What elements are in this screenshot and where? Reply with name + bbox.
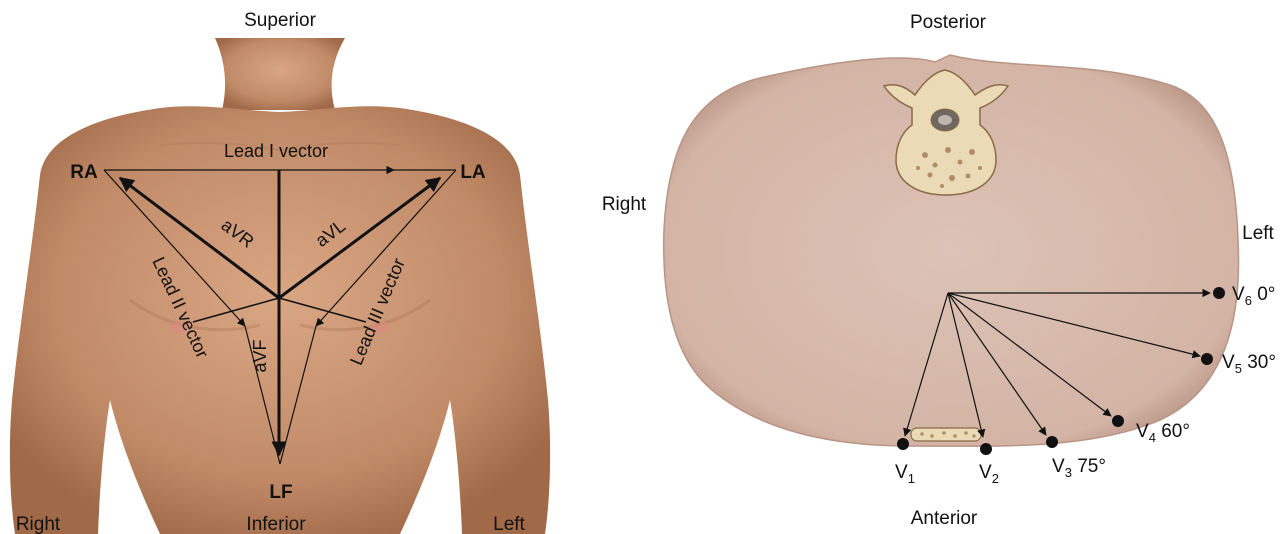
left-label-right-panel: Left — [1242, 223, 1274, 244]
v5-label: V5 30° — [1222, 352, 1276, 376]
v4-electrode — [1112, 415, 1124, 427]
v5-electrode — [1201, 353, 1213, 365]
v3-electrode — [1046, 436, 1058, 448]
inferior-label: Inferior — [246, 514, 306, 534]
right-label-right-panel: Right — [602, 194, 647, 215]
v6-label: V6 0° — [1232, 284, 1275, 308]
left-label-left-panel: Left — [493, 514, 525, 534]
la-label: LA — [460, 162, 486, 183]
v2-electrode — [980, 443, 992, 455]
anterior-label: Anterior — [911, 508, 978, 529]
avf-label: aVF — [250, 339, 270, 372]
lead-i-vector-label: Lead I vector — [224, 141, 328, 161]
v2-label: V2 — [979, 462, 999, 486]
superior-label: Superior — [244, 10, 316, 31]
v1-label: V1 — [895, 462, 915, 486]
lf-label: LF — [269, 482, 292, 503]
right-label-left-panel: Right — [16, 514, 61, 534]
ra-label: RA — [70, 162, 98, 183]
v1-electrode — [897, 438, 909, 450]
v6-electrode — [1213, 287, 1225, 299]
v3-label: V3 75° — [1052, 456, 1106, 480]
sternum-illustration — [911, 428, 981, 441]
posterior-label: Posterior — [910, 12, 987, 33]
v4-label: V4 60° — [1136, 421, 1190, 445]
